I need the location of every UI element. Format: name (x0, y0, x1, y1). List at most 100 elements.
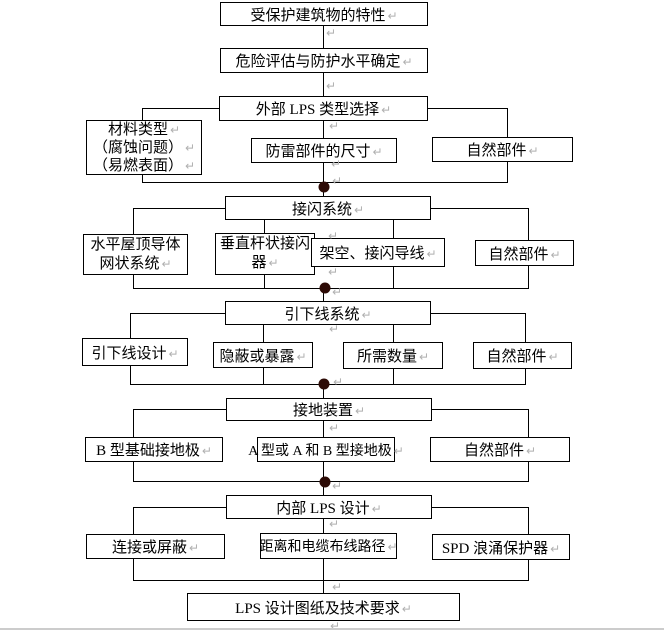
node-label: 接闪系统 (291, 201, 352, 218)
node-label-line: 水平屋顶导体 (90, 236, 180, 255)
node-label: 防雷部件的尺寸 (265, 144, 371, 160)
required-quantity[interactable]: 所需数量↵ (343, 342, 443, 369)
node-label: 自然部件 (466, 143, 527, 159)
node-label-line: 防雷部件的尺寸↵ (265, 140, 382, 161)
node-label-line: 距离和电缆布线路径↵ (259, 536, 397, 556)
connector-line (133, 462, 134, 482)
type-b-foundation-electrode[interactable]: B 型基础接地极↵ (85, 437, 223, 462)
node-label-line: 自然部件↵ (488, 243, 560, 264)
paragraph-mark: ↵ (329, 619, 341, 633)
node-label: 距离和电缆布线路径 (259, 540, 386, 555)
junction-dot (318, 181, 330, 193)
connector-line (528, 462, 529, 482)
node-label-line: B 型基础接地极↵ (96, 439, 212, 460)
lightning-component-dimensions[interactable]: 防雷部件的尺寸↵ (251, 138, 397, 163)
paragraph-mark: ↵ (331, 580, 343, 594)
material-type-notes[interactable]: 材料类型↵（腐蚀问题）↵（易燃表面）↵ (86, 120, 202, 175)
node-label: 水平屋顶导体 (90, 236, 181, 253)
paragraph-mark: ↵ (161, 256, 172, 271)
natural-components-3[interactable]: 自然部件↵ (473, 342, 572, 369)
distance-cable-routing[interactable]: 距离和电缆布线路径↵ (259, 533, 398, 559)
connector-line (525, 369, 526, 385)
page-bottom-edge (0, 628, 664, 630)
connector-line (133, 409, 226, 410)
connector-line (323, 121, 324, 138)
earth-termination-arrangement[interactable]: 接地装置↵ (226, 398, 432, 421)
paragraph-mark: ↵ (387, 8, 398, 23)
connector-line (323, 519, 324, 533)
paragraph-mark: ↵ (331, 174, 343, 188)
paragraph-mark: ↵ (401, 601, 412, 616)
connector-line (323, 559, 324, 593)
node-label: 引下线系统 (284, 306, 360, 323)
paragraph-mark: ↵ (325, 26, 337, 40)
connector-line (133, 559, 134, 581)
concealed-or-exposed[interactable]: 隐蔽或暴露↵ (213, 342, 313, 368)
down-conductor-design[interactable]: 引下线设计↵ (82, 338, 188, 366)
connector-line (133, 409, 134, 437)
natural-components-1[interactable]: 自然部件↵ (432, 137, 573, 162)
connector-line (393, 220, 394, 238)
natural-components-2[interactable]: 自然部件↵ (475, 240, 574, 266)
spd-surge-protector[interactable]: SPD 浪涌保护器↵ (432, 534, 570, 560)
paragraph-mark: ↵ (328, 119, 340, 133)
air-termination-system[interactable]: 接闪系统↵ (225, 196, 431, 220)
connector-line (130, 313, 131, 338)
node-label-line: 连接或屏蔽↵ (112, 536, 199, 557)
bonding-or-shielding[interactable]: 连接或屏蔽↵ (86, 534, 225, 559)
overhead-termination-wires[interactable]: 架空、接闪导线↵ (311, 238, 445, 267)
horizontal-roof-mesh-system[interactable]: 水平屋顶导体网状系统↵ (83, 234, 188, 275)
paragraph-mark: ↵ (331, 285, 343, 299)
connector-line (133, 481, 529, 482)
connector-line (393, 325, 394, 342)
paragraph-mark: ↵ (330, 157, 342, 171)
connector-line (432, 409, 528, 410)
protected-building-characteristics[interactable]: 受保护建筑物的特性↵ (220, 2, 428, 26)
node-label-line: 接闪系统↵ (292, 198, 364, 219)
node-label: 危险评估与防护水平确定 (235, 54, 401, 70)
paragraph-mark: ↵ (184, 158, 196, 173)
node-label: A 型或 A 和 B 型接地极 (248, 443, 392, 459)
connector-line (264, 220, 265, 233)
connector-line (528, 266, 529, 289)
external-lps-type-selection[interactable]: 外部 LPS 类型选择↵ (219, 96, 428, 121)
vertical-rod-air-terminal[interactable]: 垂直杆状接闪器↵ (215, 233, 315, 275)
paragraph-mark: ↵ (332, 375, 344, 389)
junction-dot (318, 378, 330, 390)
connector-line (133, 208, 225, 209)
paragraph-mark: ↵ (381, 103, 392, 117)
node-label: （腐蚀问题） (92, 139, 183, 156)
node-label: LPS 设计图纸及技术要求 (235, 600, 400, 617)
node-label: 受保护建筑物的特性 (250, 7, 386, 24)
risk-assessment-protection-level[interactable]: 危险评估与防护水平确定↵ (220, 48, 428, 73)
paragraph-mark: ↵ (328, 517, 340, 531)
paragraph-mark: ↵ (184, 140, 196, 155)
paragraph-mark: ↵ (168, 346, 179, 361)
connector-line (393, 267, 394, 289)
node-label-line: （腐蚀问题）↵ (93, 139, 195, 157)
lps-drawings-requirements[interactable]: LPS 设计图纸及技术要求↵ (187, 593, 460, 621)
paragraph-mark: ↵ (188, 541, 200, 555)
paragraph-mark: ↵ (325, 79, 337, 93)
type-a-or-ab-electrode[interactable]: A 型或 A 和 B 型接地极↵ (248, 437, 404, 462)
connector-line (142, 108, 220, 109)
connector-line (133, 507, 226, 508)
node-label: SPD 浪涌保护器 (441, 540, 549, 557)
node-label: 内部 LPS 设计 (276, 500, 370, 517)
paragraph-mark: ↵ (371, 501, 382, 516)
internal-lps-design[interactable]: 内部 LPS 设计↵ (226, 495, 432, 519)
node-label-line: 引下线系统↵ (284, 303, 371, 324)
down-conductor-system[interactable]: 引下线系统↵ (225, 301, 431, 325)
node-label: 接地装置 (292, 403, 353, 419)
node-label: 网状系统 (99, 255, 160, 272)
paragraph-mark: ↵ (393, 443, 404, 458)
connector-line (130, 313, 225, 314)
connector-line (133, 208, 134, 234)
node-label-line: 引下线设计↵ (91, 342, 178, 363)
connector-line (525, 313, 526, 342)
connector-line (528, 560, 529, 581)
node-label-line: 危险评估与防护水平确定↵ (235, 50, 412, 71)
connector-line (142, 175, 143, 183)
paragraph-mark: ↵ (328, 421, 340, 435)
natural-components-4[interactable]: 自然部件↵ (430, 437, 570, 462)
